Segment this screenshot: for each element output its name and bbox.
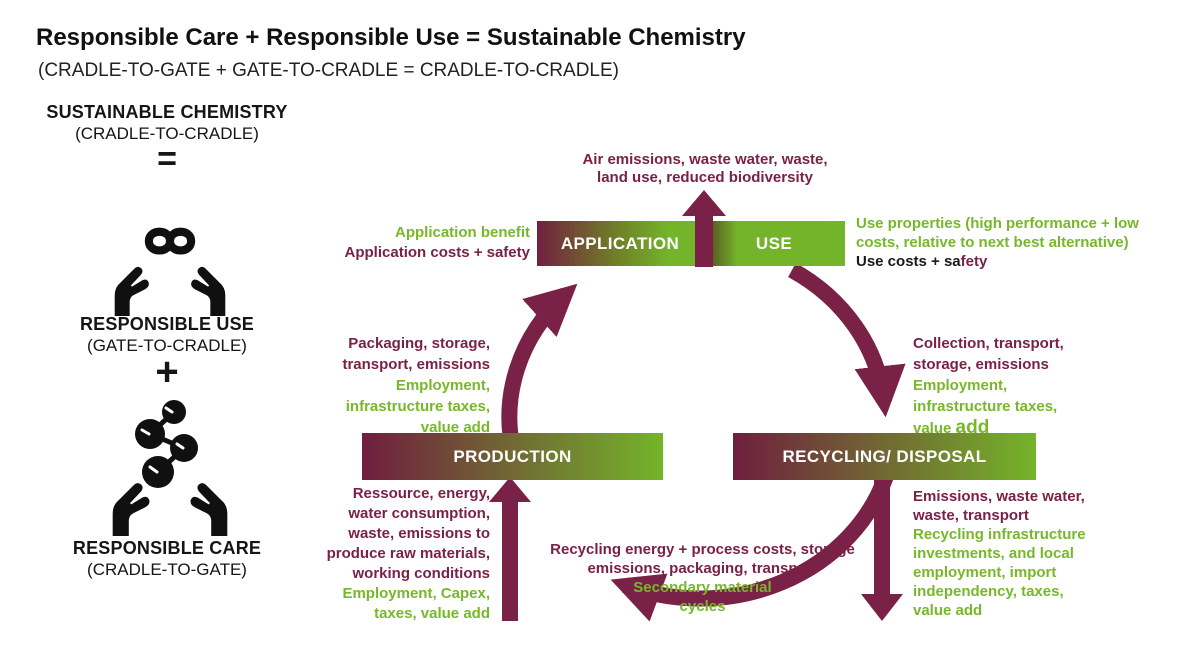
main-title: Responsible Care + Responsible Use = Sus…	[36, 24, 746, 51]
use-side-label: Use properties (high performance + low c…	[856, 214, 1156, 271]
bar-use-label: USE	[755, 233, 793, 253]
application-side-label: Application benefit Application costs + …	[300, 223, 530, 263]
label-line: value add	[420, 419, 490, 436]
hands-molecules-icon	[98, 396, 242, 536]
label-line: storage, emissions	[913, 356, 1049, 373]
bar-use: USE	[703, 221, 845, 266]
bar-recycling-disposal: RECYCLING/ DISPOSAL	[733, 433, 1036, 480]
equals-sign: =	[157, 140, 177, 178]
label-line: costs, relative to next best alternative…	[856, 234, 1129, 251]
outputs-down-arrow	[861, 478, 903, 621]
recycling-outputs-label: Emissions, waste water, waste, transport…	[913, 487, 1163, 620]
bar-production: PRODUCTION	[362, 433, 663, 480]
plus-sign: +	[155, 350, 179, 394]
label-line: waste, emissions to	[348, 525, 490, 542]
inputs-up-arrow	[489, 477, 531, 621]
label-line: emissions, packaging, transport	[587, 560, 818, 577]
application-flow-label: Packaging, storage, transport, emissions…	[260, 333, 490, 438]
arc-recycling-to-production	[610, 473, 894, 622]
hands-infinity-icon	[100, 220, 240, 316]
label-line: Employment,	[913, 377, 1008, 394]
label-line: independency, taxes,	[913, 583, 1064, 600]
main-subtitle: (CRADLE-TO-GATE + GATE-TO-CRADLE = CRADL…	[38, 60, 619, 81]
left-hand	[114, 266, 149, 316]
responsible-use-title: RESPONSIBLE USE	[79, 314, 255, 334]
label-line: Secondary material	[633, 579, 772, 596]
label-line: Packaging, storage,	[348, 335, 490, 352]
responsible-care-subtitle: (CRADLE-TO-GATE)	[87, 560, 247, 579]
label-line: employment, import	[913, 564, 1057, 581]
bar-production-label: PRODUCTION	[453, 446, 572, 466]
label-line: land use, reduced biodiversity	[597, 169, 813, 186]
result-title: SUSTAINABLE CHEMISTRY	[46, 102, 288, 122]
infinity-loop	[144, 227, 196, 255]
label-line: produce raw materials,	[326, 545, 490, 562]
label-line: waste, transport	[913, 507, 1029, 524]
label-line: taxes, value add	[374, 605, 490, 622]
arc-use-to-recycling	[788, 262, 906, 418]
result-subtitle: (CRADLE-TO-CRADLE)	[75, 124, 259, 143]
collection-flow-label: Collection, transport, storage, emission…	[913, 333, 1163, 439]
label-line: Application benefit	[395, 224, 530, 241]
right-hand	[190, 483, 228, 536]
label-line: Employment,	[395, 377, 490, 394]
bar-application: APPLICATION	[537, 221, 703, 266]
label-line: Emissions, waste water,	[913, 488, 1085, 505]
label-line: Application costs + safety	[344, 244, 530, 261]
label-line: Use properties (high performance + low	[856, 215, 1139, 232]
label-line: working conditions	[352, 565, 491, 582]
bar-application-label: APPLICATION	[560, 233, 680, 253]
responsible-care-title: RESPONSIBLE CARE	[72, 538, 262, 558]
label-line: cycles	[679, 598, 726, 615]
use-emissions-label: Air emissions, waste water, waste, land …	[535, 151, 875, 187]
label-line: Employment, Capex,	[342, 585, 490, 602]
label-line: transport, emissions	[342, 356, 490, 373]
bar-recycling-disposal-label: RECYCLING/ DISPOSAL	[782, 446, 987, 466]
recycling-flow-label: Recycling energy + process costs, storag…	[530, 540, 875, 616]
label-line: water consumption,	[348, 505, 490, 522]
left-hand	[112, 483, 150, 536]
label-line: Recycling infrastructure	[913, 526, 1086, 543]
label-line: value add	[913, 602, 983, 619]
arc-production-to-application	[501, 283, 578, 457]
label-line: Ressource, energy,	[352, 485, 490, 502]
production-inputs-label: Ressource, energy, water consumption, wa…	[250, 484, 490, 624]
label-line: Recycling energy + process costs, storag…	[550, 541, 855, 558]
label-line: Collection, transport,	[913, 335, 1064, 352]
label-line: infrastructure taxes,	[345, 398, 490, 415]
right-hand	[191, 266, 226, 316]
label-line: Use costs + safety	[856, 253, 988, 270]
label-line: investments, and local	[913, 545, 1074, 562]
responsible-use-subtitle: (GATE-TO-CRADLE)	[87, 336, 247, 355]
label-line: Air emissions, waste water, waste,	[582, 151, 828, 168]
label-line: infrastructure taxes,	[913, 398, 1058, 415]
label-line: value add	[913, 417, 990, 438]
